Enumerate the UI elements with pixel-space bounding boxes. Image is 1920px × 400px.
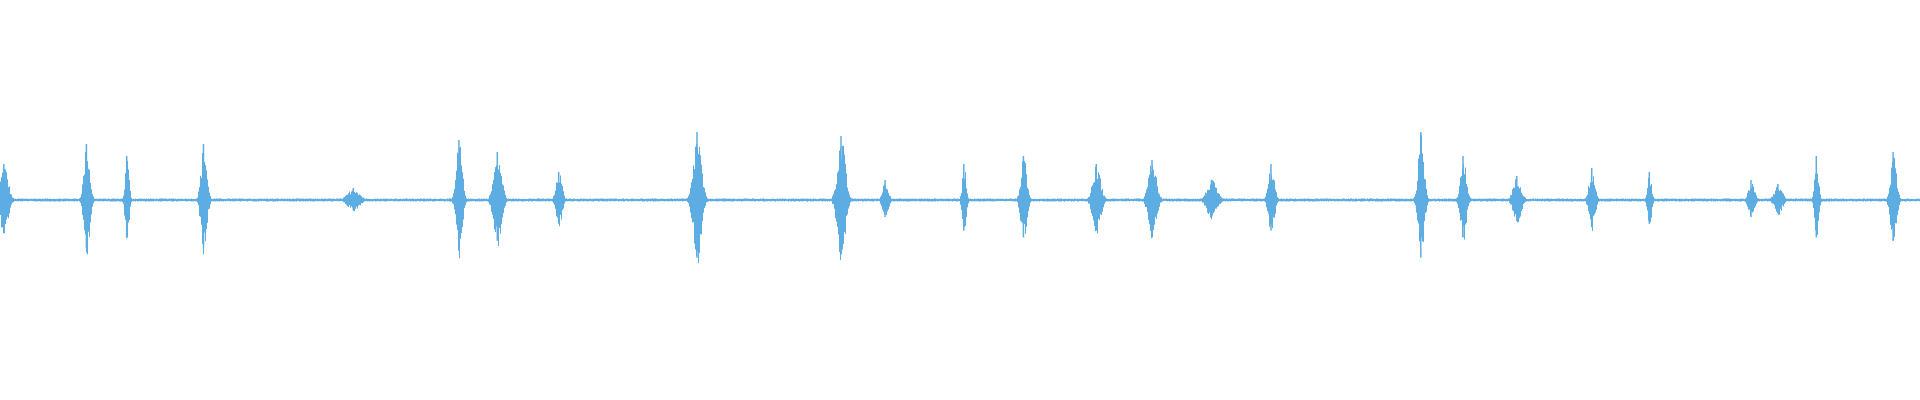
- waveform-trace: [0, 132, 1920, 263]
- waveform-path: [0, 134, 1920, 263]
